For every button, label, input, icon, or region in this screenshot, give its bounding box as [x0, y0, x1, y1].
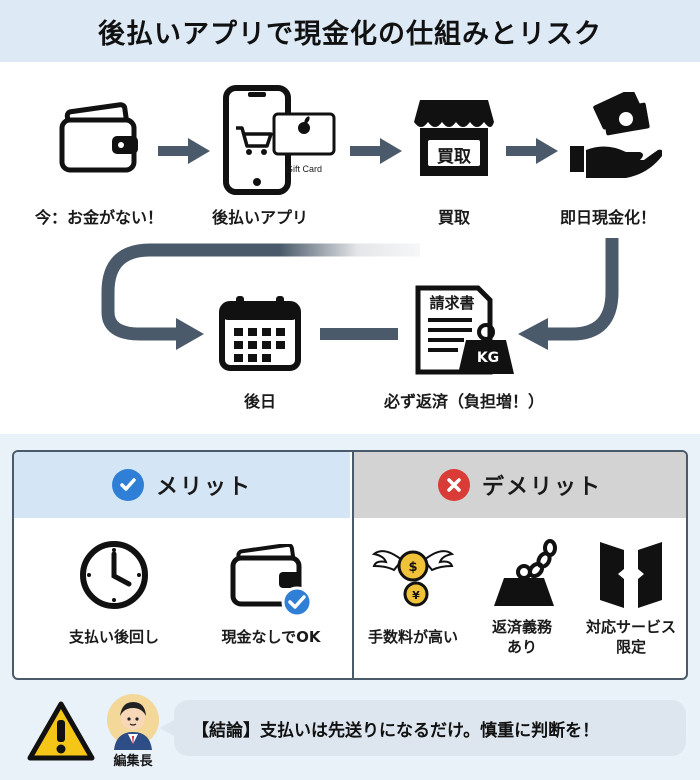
- clock-icon: [80, 541, 148, 609]
- shop-sign-text: 買取: [437, 147, 471, 167]
- conclusion-bar: 編集長 【結論】支払いは先送りになるだけ。慎重に判断を！: [0, 688, 700, 780]
- merit-label: 現金なしでOK: [221, 628, 321, 646]
- demerits-header: デメリット: [354, 452, 686, 518]
- calendar-icon: [219, 296, 301, 371]
- warning-icon: [27, 701, 95, 761]
- merits-panel: メリット 支払い後回し 現金なしでOK: [14, 452, 350, 678]
- demerit-label-line1: 対応サービス: [585, 618, 676, 636]
- step-repay: 請求書 KG: [412, 284, 514, 376]
- demerit-label-line2: あり: [506, 638, 537, 656]
- arrow-right-icon: [506, 138, 558, 164]
- check-icon: [111, 469, 144, 501]
- comparison-panel: メリット 支払い後回し 現金なしでOK デメリッ: [12, 450, 688, 680]
- page-title: 後払いアプリで現金化の仕組みとリスク: [98, 18, 602, 50]
- demerit-label: 手数料が高い: [367, 628, 458, 646]
- step-buy: 買取: [412, 94, 496, 180]
- demerit-label-line2: 限定: [615, 638, 646, 656]
- invoice-title: 請求書: [429, 294, 475, 312]
- conclusion-speech-bubble: 【結論】支払いは先送りになるだけ。慎重に判断を！: [160, 700, 686, 756]
- step-label-later: 後日: [243, 392, 277, 411]
- conclusion-text: 【結論】支払いは先送りになるだけ。慎重に判断を！: [192, 720, 600, 741]
- merit-label: 支払い後回し: [68, 628, 159, 646]
- return-flow-arrow: [101, 238, 619, 350]
- wallet-icon: [59, 102, 138, 173]
- cross-icon: [437, 469, 470, 501]
- step-app: Gift Card: [222, 84, 338, 196]
- step-label-buy: 買取: [437, 208, 471, 227]
- arrow-right-icon: [350, 138, 402, 164]
- demerit-label-line1: 返済義務: [491, 618, 552, 636]
- merits-header: メリット: [14, 452, 350, 518]
- chained-weight-icon: [494, 539, 557, 606]
- merit-item: [66, 540, 162, 610]
- demerits-panel: デメリット $ ¥ 手数料が高い 返済義務 あり: [352, 452, 686, 678]
- weight-text: KG: [476, 350, 500, 366]
- closing-door-icon: [600, 542, 662, 608]
- flying-money-icon: $ ¥: [372, 550, 454, 607]
- step-label-now: 今：お金がない！: [34, 208, 164, 227]
- arrow-right-icon: [158, 138, 210, 164]
- step-now: [58, 102, 142, 176]
- svg-text:¥: ¥: [412, 589, 420, 602]
- flow-diagram: 今：お金がない！ Gift Card 後払いアプリ 買取: [0, 62, 700, 434]
- step-label-cash: 即日現金化！: [559, 208, 657, 227]
- svg-text:$: $: [408, 560, 417, 575]
- editor-label: 編集長: [113, 754, 153, 769]
- step-later: [218, 294, 302, 372]
- wallet-check-icon: [230, 544, 313, 618]
- step-label-app: 後払いアプリ: [211, 208, 309, 227]
- step-label-repay: 必ず返済（負担増！）: [383, 392, 545, 411]
- demerits-title: デメリット: [481, 475, 602, 500]
- invoice-weight-icon: [415, 285, 514, 375]
- title-bar: 後払いアプリで現金化の仕組みとリスク: [0, 0, 700, 62]
- smartphone-cart-icon: [223, 85, 336, 195]
- merits-title: メリット: [155, 475, 252, 500]
- editor-avatar: [107, 694, 159, 750]
- step-cash: [566, 92, 662, 180]
- merit-item: [226, 544, 316, 618]
- shop-icon: [414, 100, 494, 176]
- cash-hand-icon: [570, 92, 662, 178]
- gift-card-text: Gift Card: [285, 164, 322, 174]
